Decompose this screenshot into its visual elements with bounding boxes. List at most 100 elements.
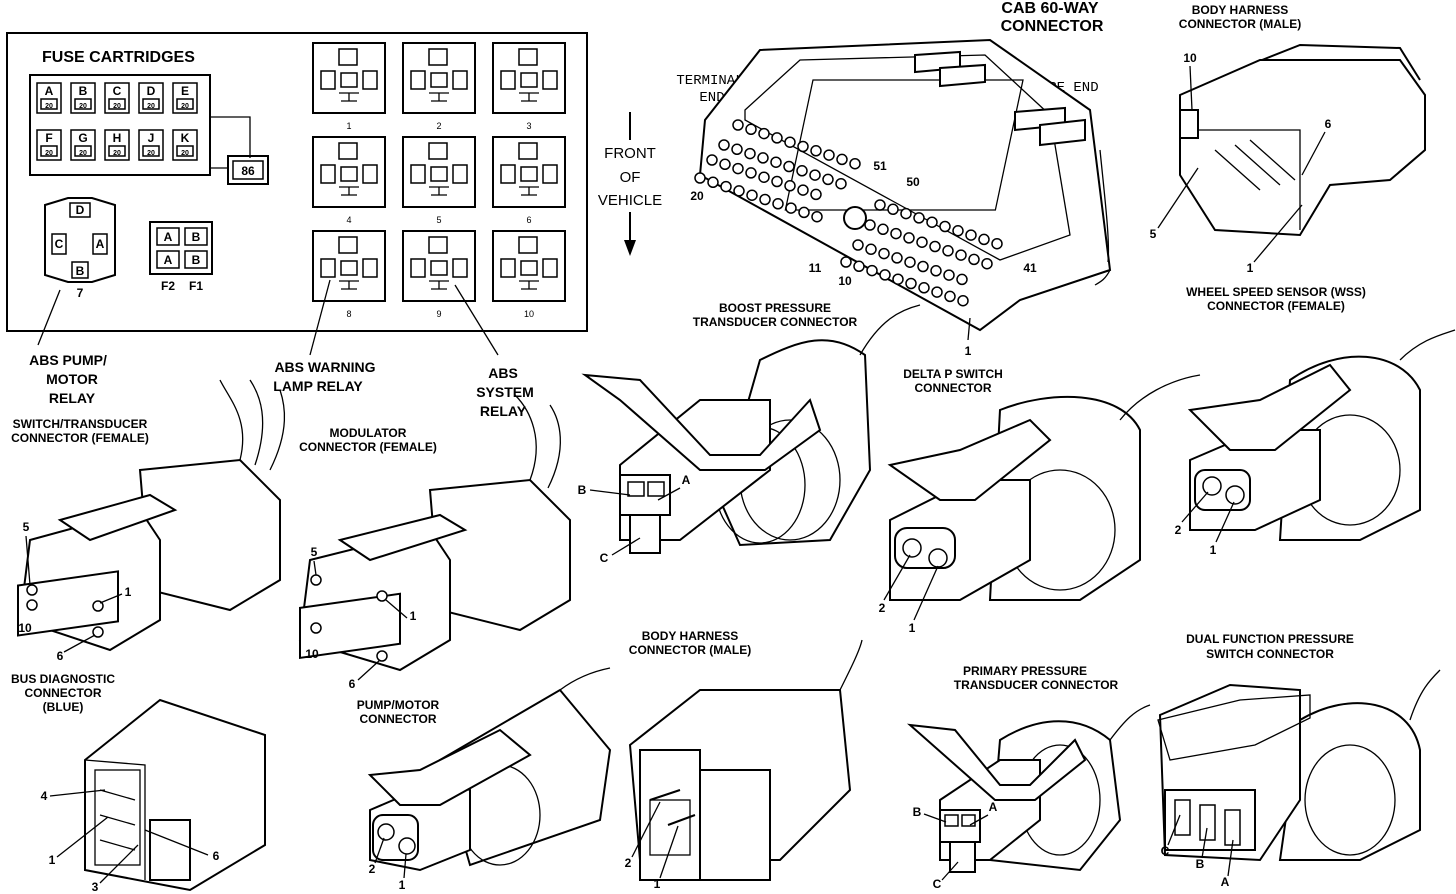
f-block-cell	[184, 250, 208, 269]
cab-pin	[865, 243, 877, 256]
relay-8: 8	[312, 230, 386, 319]
boost-cavity-b	[627, 481, 645, 497]
wss-cavity-2	[1202, 476, 1222, 496]
fuse-cartridge-f: F20	[36, 129, 62, 161]
delta-p-leader	[913, 565, 939, 621]
relay-1: 1	[312, 42, 386, 131]
body-harness-bottom-pin-1: 1	[654, 877, 661, 891]
relay-7-pin-c-label: C	[55, 237, 64, 251]
cab-pin	[852, 239, 864, 251]
relay-pin	[410, 164, 426, 184]
cab-pin	[785, 202, 797, 214]
relay-frame	[402, 136, 476, 208]
relay-pin	[320, 164, 336, 184]
relay-pin	[429, 186, 449, 196]
modulator-cavity	[310, 574, 322, 586]
cab-pin-label-1: 1	[965, 344, 972, 358]
modulator-face	[299, 592, 401, 659]
cab-pin	[718, 139, 730, 151]
modulator-pin-10: 10	[305, 647, 319, 661]
primary-pressure-title-1: PRIMARY PRESSURE	[963, 664, 1087, 678]
relay-pin	[338, 142, 358, 160]
relay-pin	[518, 142, 538, 160]
cab-pin	[745, 167, 757, 179]
relay-pin	[500, 258, 516, 278]
modulator-connector: MODULATOR CONNECTOR (FEMALE) 5 1 10 6	[298, 426, 571, 691]
bus-diag-terminal	[99, 814, 136, 826]
abs-pump-label-2: MOTOR	[46, 371, 98, 387]
wire	[269, 389, 286, 471]
cab-pin	[913, 212, 925, 224]
cab-pin	[810, 145, 822, 157]
pump-motor-pin-2: 2	[369, 862, 376, 876]
front-of-vehicle-indicator: FRONT OF VEHICLE	[598, 112, 662, 256]
body-harness-top-housing	[1179, 59, 1426, 237]
switch-transducer-leader	[25, 535, 31, 586]
dual-function-title-2: SWITCH CONNECTOR	[1206, 647, 1334, 661]
relay-pin	[430, 260, 448, 276]
body-harness-bottom-leader	[659, 825, 679, 879]
abs-system-leader	[454, 284, 499, 356]
cab-pin	[955, 249, 967, 261]
wire	[859, 304, 921, 356]
body-harness-top-title-2: CONNECTOR (MALE)	[1179, 17, 1301, 31]
relay-10: 10	[492, 230, 566, 319]
body-harness-top-leader	[1253, 204, 1303, 263]
body-harness-top-pin-1: 1	[1247, 261, 1254, 275]
pump-motor-latch	[367, 728, 532, 806]
relay-pin	[430, 72, 448, 88]
relay-pin	[520, 260, 538, 276]
body-harness-top-pin	[1249, 139, 1296, 181]
bus-diagnostic-connector: BUS DIAGNOSTIC CONNECTOR (BLUE) 4 1 6 3	[11, 672, 266, 894]
switch-transducer-face	[17, 570, 119, 637]
cab-pin	[849, 157, 861, 170]
body-harness-top-leader	[1157, 167, 1199, 229]
f-block-cell	[156, 250, 180, 269]
boost-pin-c: C	[600, 551, 609, 565]
fuse-code-box	[108, 145, 126, 157]
delta-p-pin-2: 2	[879, 601, 886, 615]
switch-transducer-cavity	[92, 600, 104, 612]
fuse-cartridge-g: G20	[70, 129, 96, 161]
boost-pin-a: A	[682, 473, 691, 487]
wss-title-1: WHEEL SPEED SENSOR (WSS)	[1186, 285, 1366, 299]
dual-function-boot	[1278, 702, 1421, 861]
front-label-2: OF	[620, 169, 641, 186]
wire	[547, 404, 561, 489]
cab-pin	[797, 140, 809, 153]
cab-pin	[879, 269, 891, 281]
relay-7-pin-b	[71, 261, 89, 279]
body-harness-top-face	[1190, 129, 1301, 230]
fuse-letter: F	[45, 131, 52, 145]
cab-pin	[957, 294, 969, 307]
modulator-cavity	[376, 590, 388, 602]
switch-transducer-pin-6: 6	[57, 649, 64, 663]
pump-motor-connector: PUMP/MOTOR CONNECTOR 2 1	[357, 688, 612, 892]
cab-pin-leader	[967, 317, 971, 341]
relay-6: 6	[492, 136, 566, 225]
relay-frame	[492, 230, 566, 302]
cab-pin	[732, 119, 744, 131]
relay-pin	[338, 48, 358, 66]
switch-transducer-pin-10: 10	[18, 621, 32, 635]
wire	[514, 394, 537, 481]
body-harness-connector-bottom: BODY HARNESS CONNECTOR (MALE) 2 1	[625, 629, 852, 891]
boost-pin-b: B	[578, 483, 587, 497]
fuse-code-box	[176, 98, 194, 110]
cab-pin	[783, 160, 795, 173]
dual-function-pin-a: A	[1221, 875, 1230, 889]
delta-p-title-1: DELTA P SWITCH	[903, 367, 1003, 381]
relay-number: 8	[346, 309, 351, 319]
switch-transducer-latch	[57, 493, 178, 542]
pump-motor-leader	[403, 853, 407, 879]
relay-4: 4	[312, 136, 386, 225]
relay-7: D C A B 7	[44, 197, 116, 300]
fuse-cartridge-c: C20	[104, 82, 130, 114]
wire	[1409, 669, 1441, 721]
relay-9: 9	[402, 230, 476, 319]
cab-pin	[892, 273, 904, 285]
relay-frame	[312, 42, 386, 114]
